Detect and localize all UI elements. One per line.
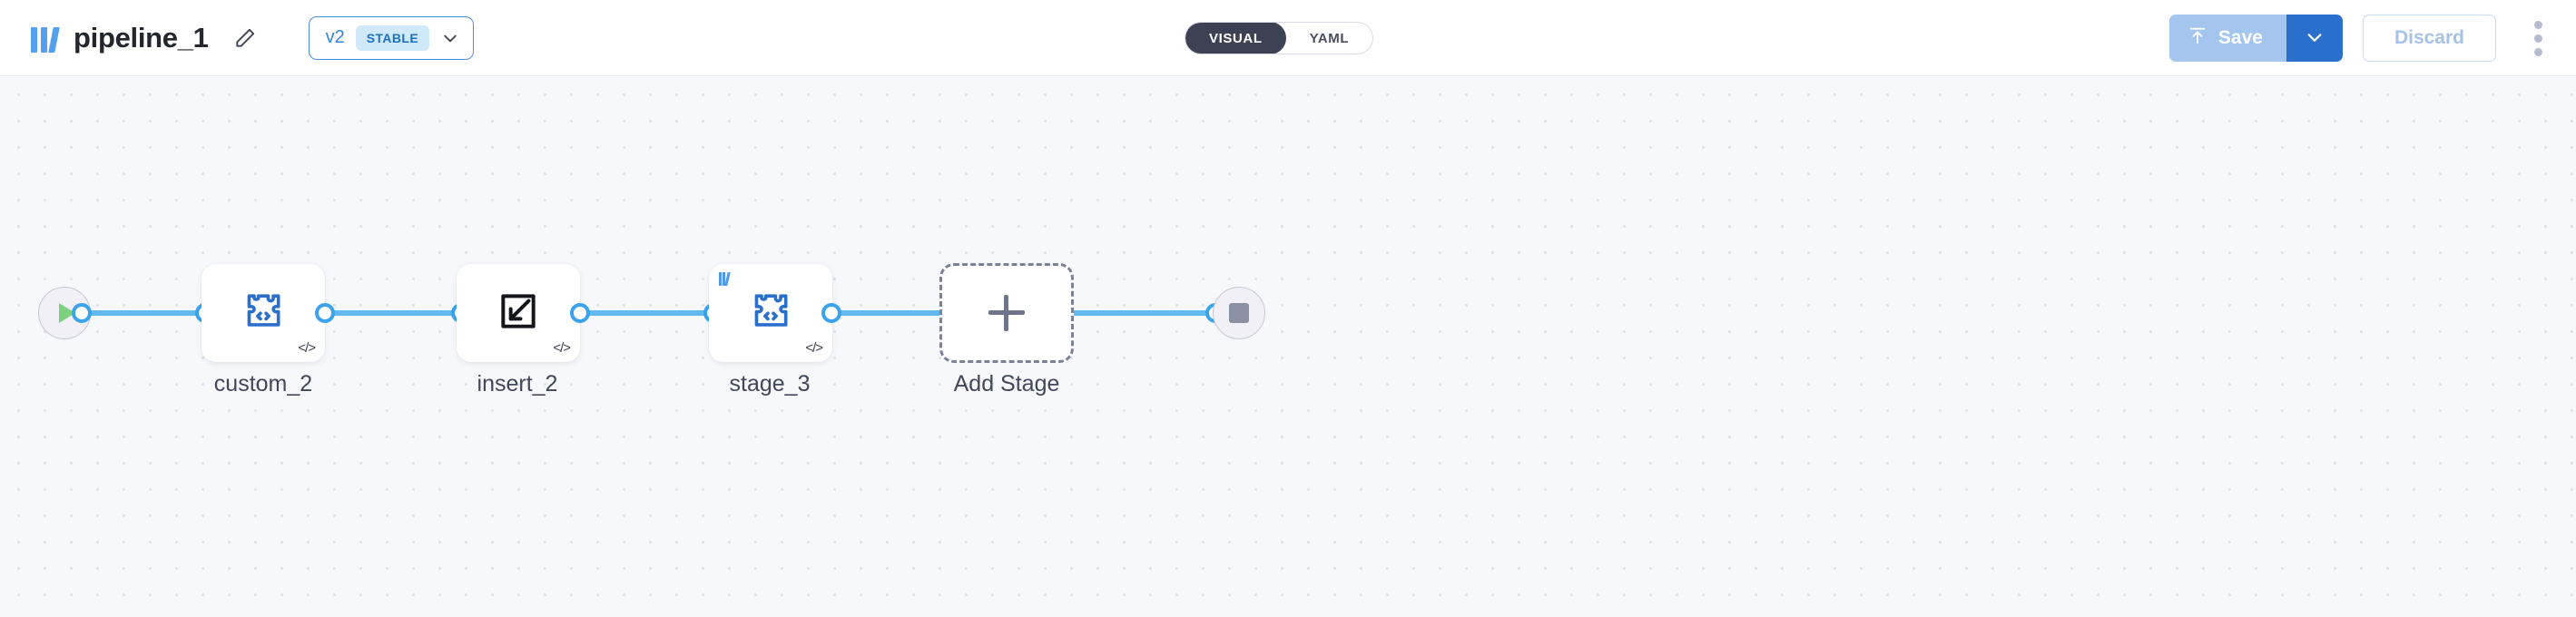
pipeline-flow: </> custom_2 </> insert_2 [0, 76, 2576, 617]
add-stage-label: Add Stage [953, 371, 1060, 397]
upload-arrow-icon [2188, 25, 2207, 51]
port-insert_2-output[interactable] [570, 303, 590, 323]
save-button-label: Save [2217, 27, 2263, 48]
save-options-button[interactable] [2286, 15, 2343, 62]
edge-insert_2-to-stage_3 [574, 310, 710, 316]
save-button[interactable]: Save [2168, 15, 2286, 62]
stage-label-stage_3: stage_3 [729, 371, 811, 397]
brand-group: pipeline_1 [31, 22, 261, 54]
header-actions: Save Discard [2168, 0, 2556, 76]
view-mode-toggle[interactable]: VISUAL YAML [1185, 22, 1374, 54]
port-start-output[interactable] [72, 303, 92, 323]
add-stage-node[interactable] [939, 263, 1074, 363]
pipeline-canvas[interactable]: </> custom_2 </> insert_2 [0, 76, 2576, 617]
kebab-menu-icon[interactable] [2520, 15, 2556, 62]
version-selector[interactable]: v2 STABLE [308, 15, 475, 60]
three-bars-logo-icon [31, 24, 60, 53]
code-badge: </> [553, 340, 571, 356]
end-node[interactable] [1213, 287, 1265, 339]
version-status-badge: STABLE [355, 24, 430, 51]
stage-label-custom_2: custom_2 [213, 371, 313, 397]
port-stage_3-output[interactable] [821, 303, 841, 323]
edge-start-to-custom_2 [78, 310, 214, 316]
stage-label-insert_2: insert_2 [477, 371, 558, 397]
puzzle-code-icon [242, 290, 284, 337]
chevron-down-icon [2305, 27, 2325, 50]
edge-add-stage-to-end [1071, 310, 1216, 316]
puzzle-code-icon [750, 290, 791, 337]
stage-node-custom_2[interactable]: </> [202, 264, 325, 362]
discard-button[interactable]: Discard [2362, 15, 2496, 62]
app-header: pipeline_1 v2 STABLE VISUAL YAML Save [0, 0, 2576, 76]
stage-node-insert_2[interactable]: </> [457, 264, 580, 362]
save-button-group: Save [2168, 15, 2343, 62]
tab-visual[interactable]: VISUAL [1185, 23, 1286, 54]
stop-icon [1229, 303, 1249, 323]
port-custom_2-output[interactable] [315, 303, 335, 323]
version-label: v2 [325, 27, 345, 47]
plus-icon [988, 295, 1025, 331]
code-badge: </> [298, 340, 316, 356]
insert-arrow-icon [496, 289, 541, 338]
start-node[interactable] [38, 287, 91, 339]
chevron-down-icon [440, 28, 460, 48]
three-bars-logo-icon [719, 271, 731, 286]
tab-yaml[interactable]: YAML [1309, 30, 1350, 46]
page-title: pipeline_1 [74, 21, 209, 54]
edge-stage_3-to-add-stage [824, 310, 1026, 316]
stage-node-stage_3[interactable]: </> [709, 264, 832, 362]
pencil-edit-icon[interactable] [229, 22, 261, 54]
edge-custom_2-to-insert_2 [321, 310, 457, 316]
play-icon [58, 303, 75, 323]
code-badge: </> [805, 340, 823, 356]
